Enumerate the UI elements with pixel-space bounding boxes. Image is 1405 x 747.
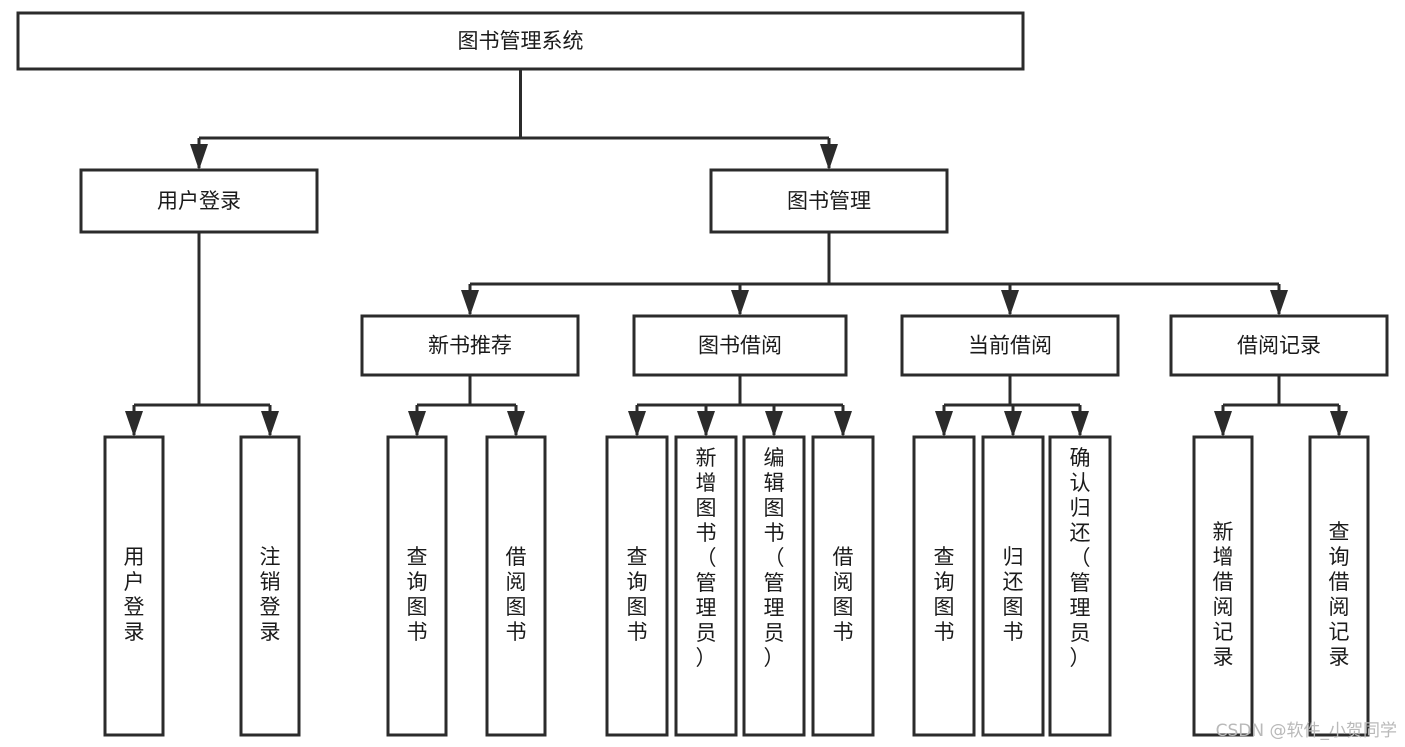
node-box-current-return-book [981,435,1045,737]
node-box-current-borrow [900,314,1120,377]
node-borrow-query-book[interactable]: 查询图书 [605,435,669,737]
node-box-borrow-record [1169,314,1389,377]
node-user-login[interactable]: 用户登录 [79,168,319,234]
node-label-current-confirm-return: 确认归还（管理员） [1070,446,1091,670]
node-box-user-login-login [103,435,165,737]
node-borrow-record[interactable]: 借阅记录 [1169,314,1389,377]
node-root[interactable]: 图书管理系统 [16,11,1025,71]
node-book-manage[interactable]: 图书管理 [709,168,949,234]
node-current-borrow[interactable]: 当前借阅 [900,314,1120,377]
node-label-record-query: 查询借阅记录 [1329,520,1350,669]
node-label-borrow-add-book: 新增图书（管理员） [696,446,717,670]
node-label-book-manage: 图书管理 [787,189,871,213]
node-current-return-book[interactable]: 归还图书 [981,435,1045,737]
node-box-root [16,11,1025,71]
node-label-current-borrow: 当前借阅 [968,334,1052,358]
node-borrow-borrow-book[interactable]: 借阅图书 [811,435,875,737]
node-box-recommend-query-book [386,435,448,737]
node-user-login-logout[interactable]: 注销登录 [239,435,301,737]
node-label-new-book-recommend: 新书推荐 [428,334,512,358]
node-current-confirm-return[interactable]: 确认归还（管理员） [1048,435,1112,737]
node-box-borrow-edit-book [742,435,806,737]
node-label-borrow-borrow-book: 借阅图书 [833,545,854,644]
edges-layer [125,69,1348,437]
node-label-recommend-query-book: 查询图书 [407,545,428,644]
node-new-book-recommend[interactable]: 新书推荐 [360,314,580,377]
node-box-borrow-add-book [674,435,738,737]
node-box-borrow-borrow-book [811,435,875,737]
node-label-borrow-edit-book: 编辑图书（管理员） [764,446,785,670]
node-label-book-borrow: 图书借阅 [698,334,782,358]
node-user-login-login[interactable]: 用户登录 [103,435,165,737]
node-label-root: 图书管理系统 [458,29,584,53]
node-label-borrow-record: 借阅记录 [1237,334,1321,358]
node-record-query[interactable]: 查询借阅记录 [1308,435,1370,737]
node-box-recommend-borrow-book [485,435,547,737]
node-label-current-return-book: 归还图书 [1003,545,1024,644]
node-label-recommend-borrow-book: 借阅图书 [506,545,527,644]
node-box-current-query-book [912,435,976,737]
node-label-borrow-query-book: 查询图书 [627,545,648,644]
node-current-query-book[interactable]: 查询图书 [912,435,976,737]
node-record-add[interactable]: 新增借阅记录 [1192,435,1254,737]
node-recommend-borrow-book[interactable]: 借阅图书 [485,435,547,737]
node-box-borrow-query-book [605,435,669,737]
node-label-record-add: 新增借阅记录 [1213,520,1234,669]
node-borrow-add-book[interactable]: 新增图书（管理员） [674,435,738,737]
node-box-record-query [1308,435,1370,737]
node-box-current-confirm-return [1048,435,1112,737]
node-borrow-edit-book[interactable]: 编辑图书（管理员） [742,435,806,737]
node-box-new-book-recommend [360,314,580,377]
node-recommend-query-book[interactable]: 查询图书 [386,435,448,737]
node-label-user-login-logout: 注销登录 [260,545,281,644]
node-box-user-login-logout [239,435,301,737]
node-label-user-login: 用户登录 [157,189,241,213]
node-box-book-manage [709,168,949,234]
node-box-user-login [79,168,319,234]
node-label-user-login-login: 用户登录 [124,545,145,644]
node-box-record-add [1192,435,1254,737]
nodes-layer: 图书管理系统用户登录用户登录注销登录图书管理新书推荐查询图书借阅图书图书借阅查询… [16,11,1389,737]
node-label-current-query-book: 查询图书 [934,545,955,644]
node-book-borrow[interactable]: 图书借阅 [632,314,848,377]
node-box-book-borrow [632,314,848,377]
